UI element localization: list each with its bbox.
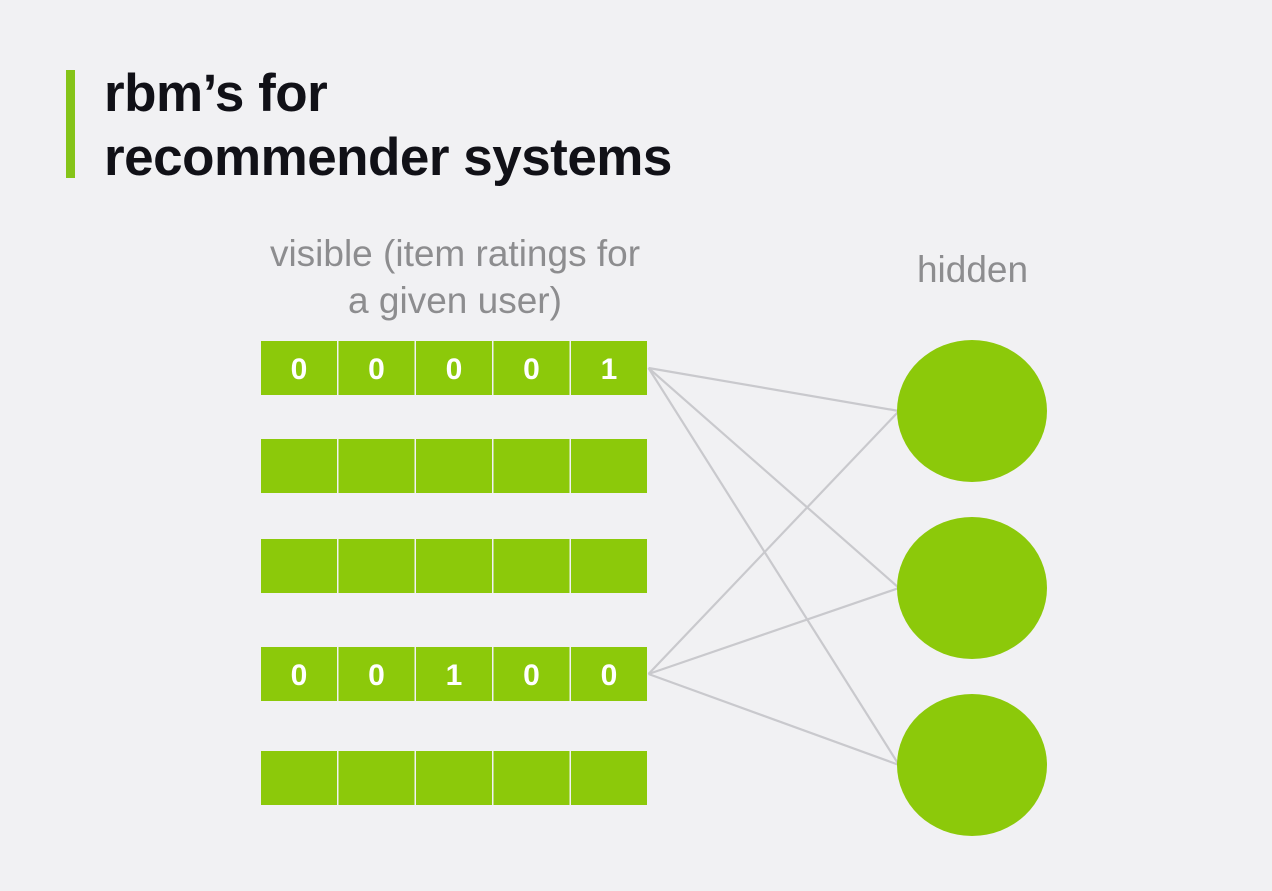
rating-cell (416, 439, 492, 493)
rating-value: 1 (446, 659, 463, 692)
rating-cell (261, 539, 337, 593)
connection-line (648, 366, 900, 413)
rating-cell (261, 751, 337, 805)
rating-cell (261, 647, 337, 701)
rating-value: 0 (291, 353, 308, 386)
rating-value: 0 (368, 659, 385, 692)
rating-value: 0 (446, 353, 463, 386)
rating-cell (416, 647, 492, 701)
visible-row (261, 751, 647, 805)
visible-layer: 0 0 0 0 1 0 0 1 0 0 (261, 341, 647, 805)
rating-cell (338, 341, 415, 395)
visible-label-line-2: a given user) (348, 280, 562, 321)
rating-cell (571, 341, 647, 395)
rating-cell (571, 539, 647, 593)
hidden-unit-node (897, 694, 1047, 836)
connection-line (647, 410, 900, 675)
title-line-2: recommender systems (104, 128, 672, 187)
hidden-unit-node (897, 517, 1047, 659)
rating-cell (493, 751, 570, 805)
connection-line (648, 586, 900, 676)
rating-cell (416, 539, 492, 593)
rating-cell (261, 341, 337, 395)
hidden-layer-label: hidden (916, 249, 1029, 290)
rating-cell (416, 341, 492, 395)
rating-cell (571, 751, 647, 805)
connection-line (647, 367, 900, 766)
rating-value: 0 (523, 353, 540, 386)
title-line-1: rbm’s for (104, 64, 328, 123)
rating-value: 0 (601, 659, 618, 692)
rating-cell (261, 439, 337, 493)
rating-value: 0 (291, 659, 308, 692)
visible-row: 0 0 1 0 0 (261, 647, 647, 701)
visible-layer-label: visible (item ratings for a given user) (230, 230, 680, 324)
rating-value: 0 (368, 353, 385, 386)
rating-cell (338, 439, 415, 493)
rating-cell (493, 439, 570, 493)
connection-lines (647, 366, 900, 767)
rating-cell (493, 341, 570, 395)
title-accent-bar (66, 70, 75, 178)
visible-row (261, 439, 647, 493)
slide-title: rbm’s for recommender systems (104, 62, 672, 190)
visible-label-line-1: visible (item ratings for (269, 233, 641, 274)
rating-value: 1 (601, 353, 618, 386)
connection-line (647, 367, 900, 589)
rating-cell (571, 647, 647, 701)
hidden-unit-node (897, 340, 1047, 482)
visible-row: 0 0 0 0 1 (261, 341, 647, 395)
rating-cell (338, 647, 415, 701)
rating-cell (338, 751, 415, 805)
rating-cell (493, 539, 570, 593)
rating-cell (338, 539, 415, 593)
rating-cell (416, 751, 492, 805)
visible-row (261, 539, 647, 593)
connection-line (648, 672, 900, 767)
hidden-layer (897, 340, 1047, 836)
rating-cell (493, 647, 570, 701)
rating-value: 0 (523, 659, 540, 692)
rating-cell (571, 439, 647, 493)
